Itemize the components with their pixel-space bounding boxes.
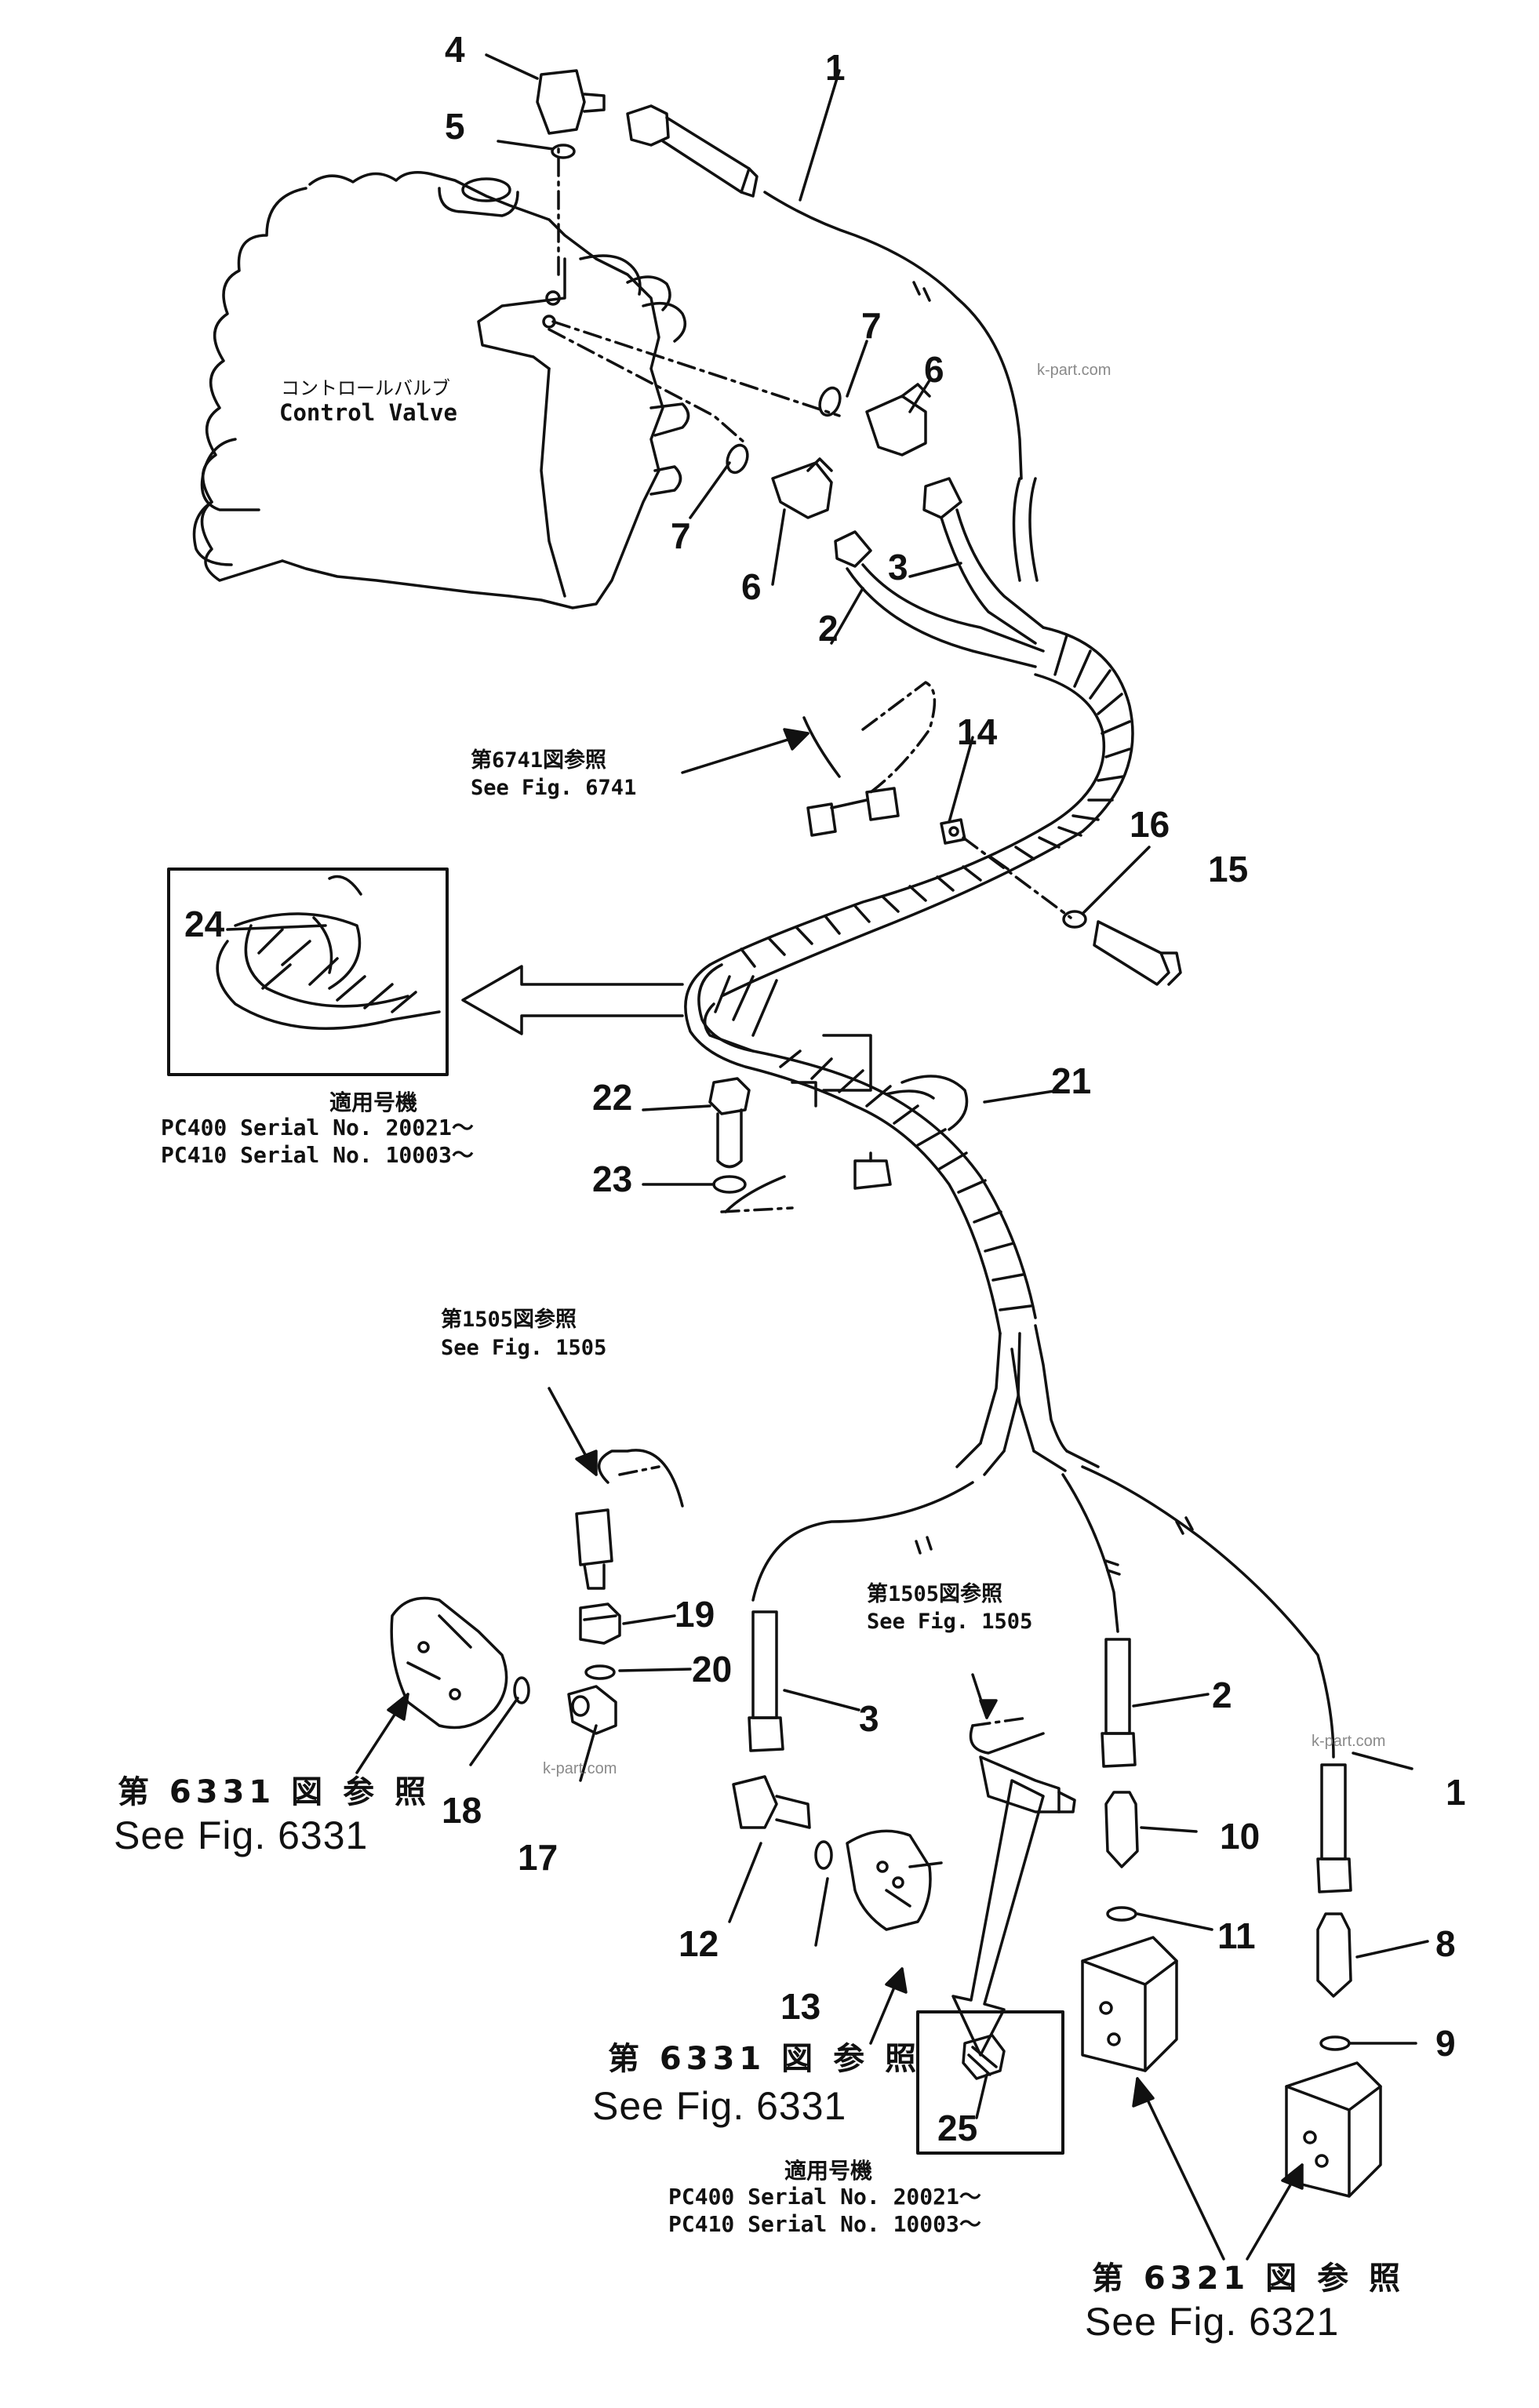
ref-6321-jp: 第 6321 図 参 照 xyxy=(1092,2261,1406,2297)
callout-13: 13 xyxy=(780,1986,821,2027)
callout-2-lower: 2 xyxy=(1212,1675,1232,1715)
callout-8: 8 xyxy=(1435,1923,1456,1964)
callout-24: 24 xyxy=(184,904,225,944)
callout-20: 20 xyxy=(692,1649,733,1690)
ref-6331-mid-en: See Fig. 6331 xyxy=(592,2084,847,2128)
serial-bottom-line2: PC410 Serial No. 10003～ xyxy=(668,2211,981,2237)
callout-9: 9 xyxy=(1435,2023,1456,2064)
callout-22: 22 xyxy=(592,1077,633,1118)
watermark-top: k-part.com xyxy=(1037,362,1112,379)
callout-25: 25 xyxy=(937,2108,978,2148)
callout-14: 14 xyxy=(957,711,998,752)
spiral-wrap-upper xyxy=(708,626,1134,998)
callout-23: 23 xyxy=(592,1159,633,1199)
callout-4: 4 xyxy=(445,29,465,70)
serial-bottom-heading: 適用号機 xyxy=(784,2158,873,2184)
ref-6331-left-jp: 第 6331 図 参 照 xyxy=(118,1774,431,1810)
callout-12: 12 xyxy=(679,1923,719,1964)
callout-5: 5 xyxy=(445,106,465,147)
callout-16: 16 xyxy=(1130,804,1170,845)
watermark-left: k-part.com xyxy=(543,1760,617,1777)
ref-1505-top-en: See Fig. 1505 xyxy=(441,1336,607,1360)
callout-11: 11 xyxy=(1217,1915,1256,1956)
callout-6-upper: 6 xyxy=(924,349,944,390)
callout-7-upper: 7 xyxy=(861,305,882,346)
serial-bottom-line1: PC400 Serial No. 20021～ xyxy=(668,2184,981,2210)
control-valve-label-en: Control Valve xyxy=(279,399,457,426)
ref-6321-en: See Fig. 6321 xyxy=(1085,2300,1340,2344)
callout-15: 15 xyxy=(1208,849,1249,889)
ref-1505-mid-en: See Fig. 1505 xyxy=(867,1610,1033,1634)
callout-3-lower: 3 xyxy=(859,1698,879,1739)
callout-19: 19 xyxy=(675,1594,715,1635)
control-valve-label-jp: コントロールバルブ xyxy=(281,377,450,399)
callout-6-lower: 6 xyxy=(741,566,762,607)
callout-21: 21 xyxy=(1051,1060,1092,1101)
control-valve-drawing xyxy=(192,171,690,609)
callout-1-top: 1 xyxy=(825,47,846,88)
serial-top-heading: 適用号機 xyxy=(329,1089,418,1115)
ref-1505-mid-jp: 第1505図参照 xyxy=(867,1582,1003,1606)
callout-3-upper: 3 xyxy=(888,547,908,587)
serial-top-line2: PC410 Serial No. 10003～ xyxy=(161,1142,474,1168)
watermark-right: k-part.com xyxy=(1312,1733,1386,1750)
ref-6331-left-en: See Fig. 6331 xyxy=(114,1813,369,1857)
callout-1-lower: 1 xyxy=(1446,1772,1466,1813)
callout-7-lower: 7 xyxy=(671,515,691,556)
callout-18: 18 xyxy=(442,1790,482,1831)
callout-2-upper: 2 xyxy=(818,608,839,649)
callout-17: 17 xyxy=(518,1837,558,1878)
ref-1505-top-jp: 第1505図参照 xyxy=(441,1308,577,1332)
serial-top-line1: PC400 Serial No. 20021～ xyxy=(161,1115,474,1140)
ref-6741-en: See Fig. 6741 xyxy=(471,776,637,800)
callout-10: 10 xyxy=(1220,1816,1261,1857)
ref-6331-mid-jp: 第 6331 図 参 照 xyxy=(608,2041,922,2077)
ref-6741-jp: 第6741図参照 xyxy=(471,748,607,773)
spiral-wrap-lower xyxy=(684,963,1037,1335)
